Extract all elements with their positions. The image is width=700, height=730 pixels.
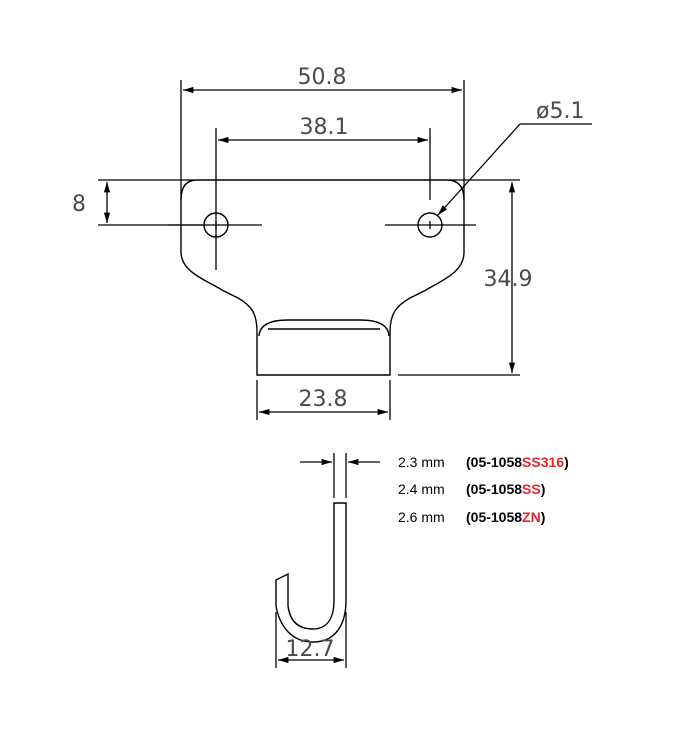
- variant-code: (05-1058SS): [466, 481, 545, 497]
- variant-row-1: 2.3 mm (05-1058SS316): [398, 454, 569, 470]
- plate-outline: [180, 179, 465, 376]
- hole-offset-dimension: 8: [72, 179, 204, 226]
- hook-width-dimension: 23.8: [256, 380, 391, 420]
- thickness-dimension: [300, 453, 380, 498]
- hole-offset-label: 8: [72, 192, 86, 217]
- variant-row-2: 2.4 mm (05-1058SS): [398, 481, 545, 497]
- hook-depth-label: 12.7: [286, 637, 335, 662]
- hole-diameter-callout: ø5.1: [437, 99, 592, 216]
- overall-height-label: 34.9: [484, 267, 533, 292]
- hole-spacing-label: 38.1: [300, 115, 349, 140]
- variant-code: (05-1058ZN): [466, 509, 545, 525]
- variant-row-3: 2.6 mm (05-1058ZN): [398, 509, 545, 525]
- hook-bend-edge: [258, 319, 390, 337]
- hole-diameter-label: ø5.1: [536, 99, 584, 124]
- overall-width-dimension: 50.8: [180, 65, 465, 200]
- variant-thickness: 2.3 mm: [398, 454, 445, 470]
- variant-thickness: 2.4 mm: [398, 481, 445, 497]
- overall-height-dimension: 34.9: [398, 179, 533, 376]
- hole-spacing-dimension: 38.1: [215, 115, 431, 270]
- right-mounting-hole: [385, 212, 476, 238]
- variant-code: (05-1058SS316): [466, 454, 569, 470]
- hook-width-label: 23.8: [299, 387, 348, 412]
- hook-side-profile: [275, 502, 347, 643]
- hook-depth-dimension: 12.7: [275, 612, 347, 668]
- variant-thickness: 2.6 mm: [398, 509, 445, 525]
- overall-width-label: 50.8: [298, 65, 347, 90]
